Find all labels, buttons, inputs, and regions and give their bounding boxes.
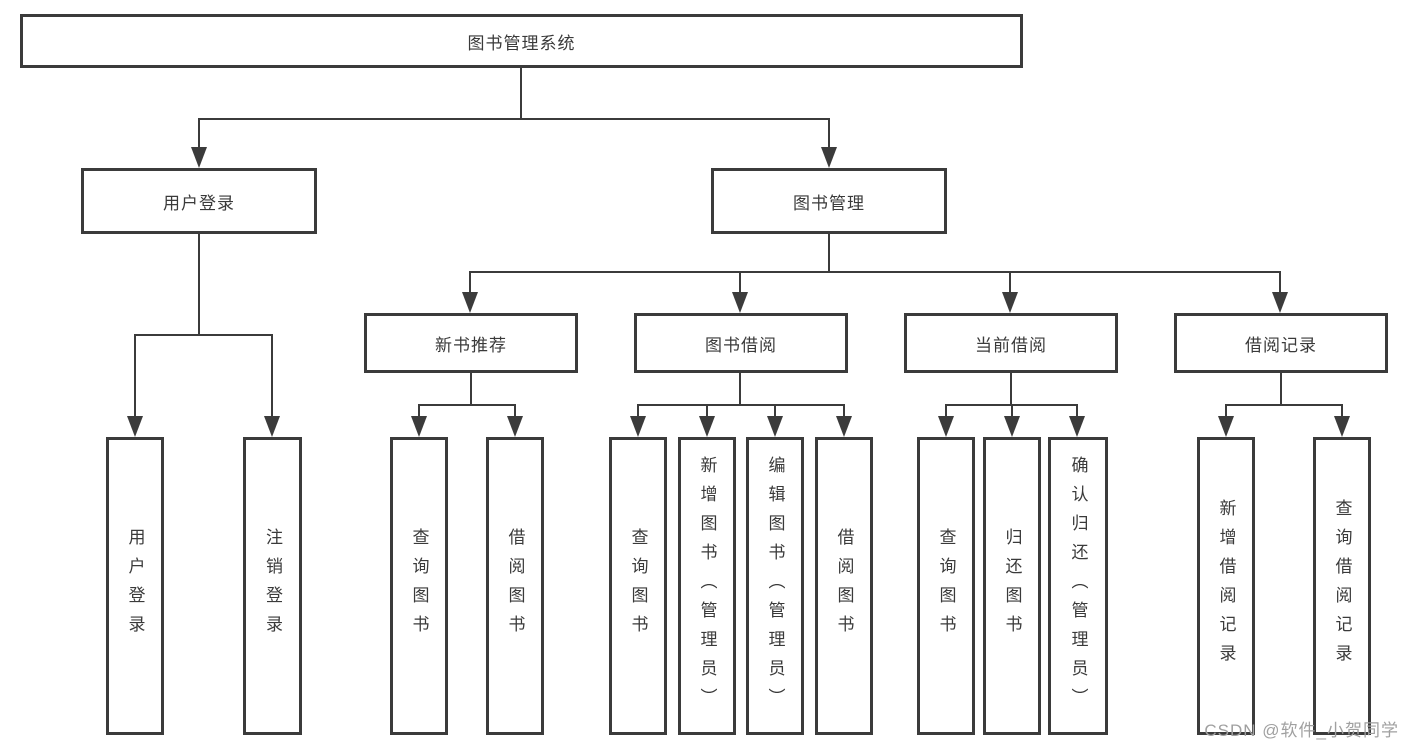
leaf-add-borrow-record-label: 新增借阅记录 <box>1216 499 1236 673</box>
leaf-user-login-label: 用户登录 <box>125 528 145 644</box>
leaf-query-books-2-label: 查询图书 <box>628 528 648 644</box>
node-current-borrow: 当前借阅 <box>904 313 1118 373</box>
connector-book-borrow-span <box>637 404 845 406</box>
leaf-add-book-admin: 新增图书（管理员） <box>678 437 736 735</box>
node-borrow-records: 借阅记录 <box>1174 313 1388 373</box>
node-book-management: 图书管理 <box>711 168 947 234</box>
leaf-query-books-1-label: 查询图书 <box>409 528 429 644</box>
csdn-watermark: CSDN @软件_小贺同学 <box>1204 721 1399 740</box>
connector-user-login-stem <box>198 234 200 336</box>
connector-book-borrow-stem <box>739 373 741 406</box>
node-library-management-system-label: 图书管理系统 <box>467 33 576 53</box>
connector-book-management-stem <box>828 234 830 272</box>
leaf-logout-label: 注销登录 <box>263 528 282 644</box>
connector-user-login-span <box>134 334 273 336</box>
leaf-borrow-books-2-label: 借阅图书 <box>834 528 854 644</box>
connector-borrow-records-stem <box>1280 373 1282 406</box>
leaf-add-book-admin-label: 新增图书（管理员） <box>697 455 717 717</box>
connector-borrow-records-span <box>1225 404 1343 406</box>
leaf-logout: 注销登录 <box>243 437 302 735</box>
node-library-management-system: 图书管理系统 <box>20 14 1023 68</box>
leaf-borrow-books-2: 借阅图书 <box>815 437 873 735</box>
leaf-add-borrow-record: 新增借阅记录 <box>1197 437 1255 735</box>
leaf-edit-book-admin: 编辑图书（管理员） <box>746 437 804 735</box>
leaf-query-borrow-record: 查询借阅记录 <box>1313 437 1371 735</box>
leaf-edit-book-admin-label: 编辑图书（管理员） <box>765 455 785 717</box>
node-user-login-label: 用户登录 <box>163 193 235 213</box>
leaf-query-books-2: 查询图书 <box>609 437 667 735</box>
connector-root-stem <box>520 68 522 119</box>
leaf-confirm-return-admin-label: 确认归还（管理员） <box>1068 455 1088 717</box>
leaf-borrow-books-1-label: 借阅图书 <box>505 528 525 644</box>
connector-book-management-span <box>469 271 1281 273</box>
leaf-query-borrow-record-label: 查询借阅记录 <box>1332 499 1352 673</box>
leaf-query-books-3: 查询图书 <box>917 437 975 735</box>
leaf-borrow-books-1: 借阅图书 <box>486 437 544 735</box>
leaf-return-books: 归还图书 <box>983 437 1041 735</box>
node-user-login: 用户登录 <box>81 168 317 234</box>
node-new-book-recommend: 新书推荐 <box>364 313 578 373</box>
connector-new-book-recommend-span <box>418 404 516 406</box>
leaf-query-books-1: 查询图书 <box>390 437 448 735</box>
connector-new-book-recommend-stem <box>470 373 472 406</box>
leaf-confirm-return-admin: 确认归还（管理员） <box>1048 437 1108 735</box>
leaf-query-books-3-label: 查询图书 <box>936 528 956 644</box>
connector-current-borrow-stem <box>1010 373 1012 406</box>
node-book-borrow: 图书借阅 <box>634 313 848 373</box>
node-new-book-recommend-label: 新书推荐 <box>435 335 507 355</box>
node-borrow-records-label: 借阅记录 <box>1245 335 1317 355</box>
leaf-user-login: 用户登录 <box>106 437 164 735</box>
node-book-management-label: 图书管理 <box>793 193 865 213</box>
node-book-borrow-label: 图书借阅 <box>705 335 777 355</box>
connector-root-span <box>198 118 830 120</box>
leaf-return-books-label: 归还图书 <box>1002 528 1022 644</box>
node-current-borrow-label: 当前借阅 <box>975 335 1047 355</box>
